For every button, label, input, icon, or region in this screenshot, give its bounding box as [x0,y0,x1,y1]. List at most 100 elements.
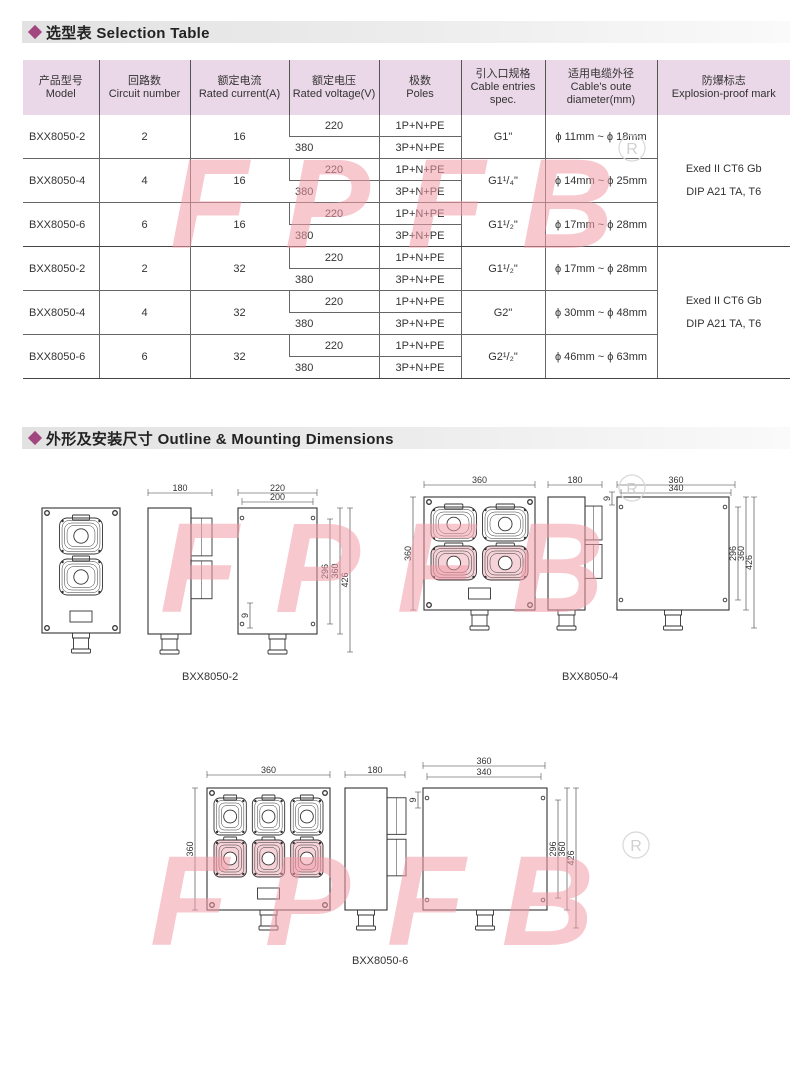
poles-cell: 1P+N+PE [378,290,461,313]
registered-mark-icon [618,134,646,162]
mounting-slot [618,504,624,510]
poles-cell: 3P+N+PE [378,180,461,203]
mounting-hole [44,625,50,631]
voltage-cell: 380 [289,224,379,247]
socket-screw [280,830,283,834]
socket-ring [254,800,283,833]
cable-gland-icon [72,632,90,639]
header-cn: 产品型号 [38,74,83,87]
cable-gland-icon [470,609,489,616]
watermark-logo: FPFB [160,497,600,640]
mounting-slot [239,515,245,521]
poles-cell: 3P+N+PE [378,268,461,291]
explosion-mark-cell: Exed II CT6 Gb DIP A21 TA, T6 [656,246,790,379]
cable-gland-icon [663,625,683,631]
socket-body [482,506,529,542]
dimension-label: 340 [668,483,683,493]
diameter-cell: ϕ 17mm ~ ϕ 28mm [544,202,657,247]
mounting-slot [424,795,430,801]
socket-ring [64,522,98,550]
socket-ring [489,514,521,534]
socket-screw [318,841,322,845]
cable-gland-icon [161,638,178,651]
name-plate [69,610,93,623]
cable-gland-icon [258,925,279,931]
mark-line: DIP A21 TA, T6 [686,317,762,330]
model-cell: BXX8050-4 [23,290,99,335]
dimension-label: 9 [602,496,612,501]
entry-cell: G1¹/₂" [460,202,545,247]
cable-gland-icon [665,614,681,627]
name-plate [257,887,280,900]
socket-screw [523,547,527,551]
socket-ring [292,800,321,833]
socket-cover-hinge [495,503,515,510]
dimension-label: 360 [261,765,276,775]
mounting-hole [112,625,118,631]
registered-mark-icon: R [626,141,638,158]
socket-ring [66,566,96,588]
socket-cover-hinge [71,555,91,562]
entry-cell: G2¹/₂" [460,334,545,379]
socket-screw [432,508,436,512]
header-cn: 适用电缆外径 [568,68,634,80]
circuits-cell: 6 [98,334,190,379]
mark-line: Exed II CT6 Gb [685,294,762,307]
diameter-cell: ϕ 17mm ~ ϕ 28mm [544,246,657,291]
cable-gland-icon [556,625,577,631]
socket-ring [216,800,245,833]
diameter-cell: ϕ 46mm ~ ϕ 63mm [544,334,657,379]
socket-screw [472,547,475,551]
socket-screw [254,872,257,876]
table-row: BXX8050-6 6 32 220 1P+N+PE G2¹/₂" ϕ 46mm… [23,334,790,379]
header-en: Poles [406,87,434,100]
table-row: BXX8050-4 4 16 220 1P+N+PE G1¹/₄" ϕ 14mm… [23,158,790,203]
socket-hole [223,851,238,866]
header-en: Explosion-proof mark [671,87,776,100]
socket-screw [292,841,295,845]
socket-ring [221,847,240,870]
socket-ring [435,511,472,537]
dimension-label: 9 [240,613,250,618]
section-title: 选型表 Selection Table [46,24,210,42]
watermark-logo: FPFB [150,830,590,973]
mounting-slot [722,504,728,510]
current-cell: 16 [189,158,289,203]
table-row: BXX8050-6 6 16 220 1P+N+PE G1¹/₂" ϕ 17mm… [23,202,790,247]
socket-screw [98,590,101,594]
socket-screw [318,799,322,803]
voltage-cell: 220 [288,334,379,357]
registered-mark-icon [618,474,646,502]
socket-screw [98,560,101,564]
socket-ring [484,548,526,578]
registered-mark-icon: R [626,481,638,498]
poles-cell: 3P+N+PE [378,356,461,379]
header-en: Cable entries spec. [470,81,536,106]
socket-ring [254,842,283,875]
socket-screw [98,519,101,523]
poles-cell: 1P+N+PE [378,202,461,225]
dimension-label: 180 [172,483,187,493]
dimension-label: 220 [270,483,285,493]
socket-ring [257,802,280,831]
cable-gland-icon [477,914,493,927]
socket-ring [221,805,240,828]
socket-screw [215,830,219,834]
voltage-cell: 220 [288,158,379,181]
circuits-cell: 4 [98,290,190,335]
socket-screw [242,841,245,845]
socket-screw [318,830,322,834]
socket-screw [61,560,64,564]
header-en: Circuit number [108,87,181,100]
header-en: Cable's oute diameter(mm) [566,81,636,106]
drawing-caption: BXX8050-2 [182,671,239,683]
socket-screw [280,872,283,876]
mounting-slot [540,795,546,801]
voltage-cell: 380 [289,356,379,379]
